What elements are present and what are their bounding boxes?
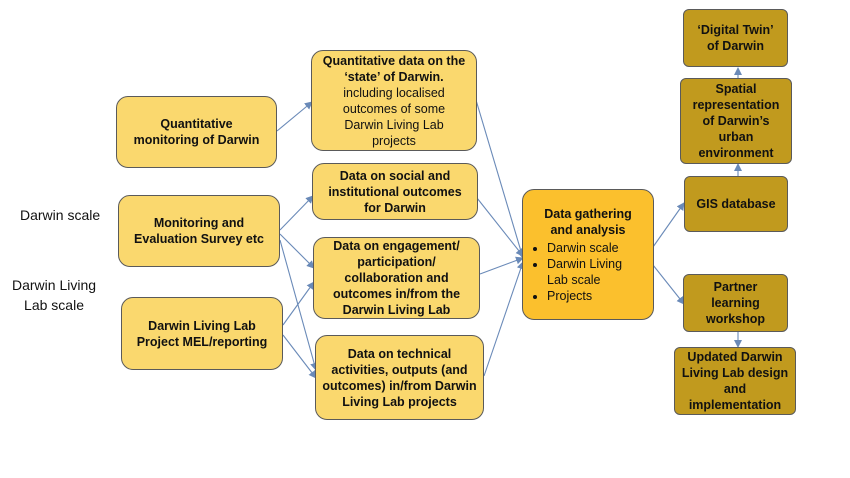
partner-learning-workshop-box: Partner learning workshop: [683, 274, 788, 332]
arrow-social-to-analysis: [476, 197, 524, 257]
digital-twin-box: ‘Digital Twin’ of Darwin: [683, 9, 788, 67]
spatial-representation-box: Spatial representation of Darwin’s urban…: [680, 78, 792, 164]
analysis-bullet: Darwin scale: [547, 240, 645, 256]
arrow-state-to-analysis: [475, 99, 525, 259]
arrow-quant-to-state: [276, 101, 313, 132]
monitoring-evaluation-survey-box: Monitoring and Evaluation Survey etc: [118, 195, 280, 267]
technical-activities-data-box: Data on technical activities, outputs (a…: [315, 335, 484, 420]
arrow-mel-to-engagement: [282, 281, 315, 326]
engagement-data-box: Data on engagement/ participation/ colla…: [313, 237, 480, 319]
analysis-bullet: Darwin Living Lab scale: [547, 256, 645, 288]
darwin-scale-label: Darwin scale: [20, 207, 101, 223]
arrow-mes-to-social: [279, 195, 314, 231]
arrow-mel-to-technical: [282, 334, 317, 379]
data-gathering-analysis-box: Data gathering and analysis Darwin scale…: [522, 189, 654, 320]
arrow-engagement-to-analysis: [479, 256, 524, 275]
updated-design-box: Updated Darwin Living Lab design and imp…: [674, 347, 796, 415]
living-lab-mel-box: Darwin Living Lab Project MEL/reporting: [121, 297, 283, 370]
gis-database-box: GIS database: [684, 176, 788, 232]
arrow-analysis-to-workshop: [652, 264, 685, 305]
quantitative-monitoring-box: Quantitative monitoring of Darwin: [116, 96, 277, 168]
analysis-bullet: Projects: [547, 288, 645, 304]
quantitative-state-data-box: Quantitative data on the ‘state’ of Darw…: [311, 50, 477, 151]
analysis-bullet-list: Darwin scale Darwin Living Lab scale Pro…: [531, 240, 645, 304]
arrow-technical-to-analysis: [483, 261, 525, 377]
arrow-analysis-to-gis: [652, 202, 685, 248]
darwin-living-lab-scale-label: Darwin Living Lab scale: [12, 277, 97, 313]
social-institutional-data-box: Data on social and institutional outcome…: [312, 163, 478, 220]
arrow-mes-to-engagement: [279, 233, 315, 269]
